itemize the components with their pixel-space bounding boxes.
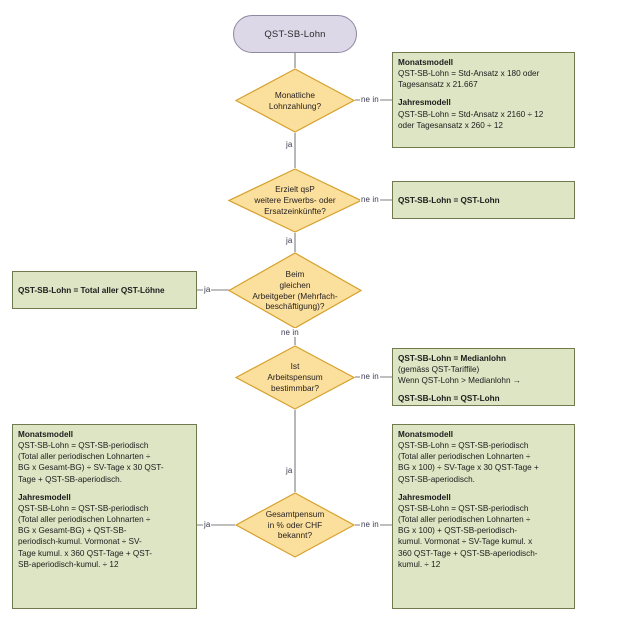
process-block-line: QST-SB-Lohn = QST-SB-periodisch (18, 503, 149, 513)
process-block-line: QST-SB-Lohn = Std-Ansatz x 180 oder (398, 69, 540, 79)
process-block-line: QST-SB-aperiodisch. (398, 474, 475, 484)
block-spacer (18, 485, 191, 492)
edge-label-nein-d2: ne in (360, 195, 380, 204)
process-block-line: 360 QST-Tage + QST-SB-aperiodisch- (398, 548, 538, 558)
decision-gesamtpensum-bekannt[interactable]: Gesamtpensum in % oder CHF bekannt? (235, 492, 355, 558)
process-block-heading: QST-SB-Lohn = QST-Lohn (398, 394, 500, 404)
process-block-line: Tagesansatz x 21.667 (398, 80, 478, 90)
diamond-shape (235, 492, 355, 558)
process-block-line: QST-SB-Lohn = Std-Ansatz x 2160 ÷ 12 (398, 109, 544, 119)
process-box-medianlohn[interactable]: QST-SB-Lohn = Medianlohn (gemäss QST-Tari… (392, 348, 575, 406)
edge-label-nein-d4: ne in (360, 372, 380, 381)
process-block-line: kumul. Vormonat ÷ SV-Tage kumul. x (398, 537, 533, 547)
decision-label: Gesamtpensum in % oder CHF bekannt? (265, 508, 325, 541)
edge-label-ja-d2: ja (285, 236, 294, 245)
process-block-line: Tage + QST-SB-aperiodisch. (18, 474, 122, 484)
process-block-line: (Total aller periodischen Lohnarten ÷ (398, 515, 531, 525)
process-block-line: QST-SB-Lohn = QST-SB-periodisch (398, 503, 529, 513)
edge-label-ja-d4: ja (285, 466, 294, 475)
edge-label-nein-d5: ne in (360, 520, 380, 529)
decision-label: Beim gleichen Arbeitgeber (Mehrfach- bes… (252, 268, 338, 312)
decision-beim-gleichen-arbeitgeber[interactable]: Beim gleichen Arbeitgeber (Mehrfach- bes… (228, 252, 362, 329)
decision-label: Ist Arbeitspensum bestimmbar? (267, 361, 323, 393)
edge-label-ja-d5: ja (203, 520, 212, 529)
edge-label-nein-d3: ne in (280, 328, 300, 337)
process-block-heading: QST-SB-Lohn = Total aller QST-Löhne (18, 285, 165, 295)
diamond-shape (235, 68, 355, 133)
decision-label: Monatliche Lohnzahlung? (268, 89, 322, 111)
process-block-line: oder Tagesansatz x 260 ÷ 12 (398, 120, 503, 130)
block-spacer (398, 485, 569, 492)
edge-label-ja-d3: ja (203, 285, 212, 294)
block-spacer (398, 386, 569, 393)
process-block-line: (Total aller periodischen Lohnarten ÷ (398, 452, 531, 462)
process-block-line: periodisch-kumul. Vormonat ÷ SV- (18, 537, 142, 547)
process-block-heading: Monatsmodell (18, 430, 74, 439)
process-block-line: BG x Gesamt-BG) + QST-SB- (18, 526, 127, 536)
decision-erzielt-qsp-weitere-einkuenfte[interactable]: Erzielt qsP weitere Erwerbs- oder Ersatz… (228, 168, 362, 233)
process-block-heading: Jahresmodell (398, 492, 451, 502)
diamond-shape (235, 345, 355, 410)
process-block-line: (Total aller periodischen Lohnarten ÷ (18, 515, 151, 525)
process-block-line: Tage kumul. x 360 QST-Tage + QST- (18, 548, 153, 558)
process-block-heading: Monatsmodell (398, 430, 454, 439)
process-block-heading: QST-SB-Lohn = Medianlohn (398, 354, 507, 363)
decision-ist-arbeitspensum-bestimmbar[interactable]: Ist Arbeitspensum bestimmbar? (235, 345, 355, 410)
edge-label-nein-d1: ne in (360, 95, 380, 104)
process-block-line: BG x Gesamt-BG) ÷ SV-Tage x 30 QST- (18, 463, 164, 473)
process-block-line: BG x 100) ÷ SV-Tage x 30 QST-Tage + (398, 463, 539, 473)
decision-label: Erzielt qsP weitere Erwerbs- oder Ersatz… (254, 184, 336, 216)
process-block-line: (gemäss QST-Tariffile) (398, 365, 480, 375)
process-block-heading: Jahresmodell (18, 492, 71, 502)
process-block-line: QST-SB-Lohn = QST-SB-periodisch (398, 441, 529, 451)
edge-label-ja-d1: ja (285, 140, 294, 149)
block-spacer (398, 90, 569, 97)
process-block-line: SB-aperiodisch-kumul. ÷ 12 (18, 559, 119, 569)
process-block-heading: Jahresmodell (398, 98, 451, 108)
process-block-line: (Total aller periodischen Lohnarten ÷ (18, 452, 151, 462)
decision-monatliche-lohnzahlung[interactable]: Monatliche Lohnzahlung? (235, 68, 355, 133)
process-box-total-aller-qst-loehne[interactable]: QST-SB-Lohn = Total aller QST-Löhne (12, 271, 197, 309)
process-block-line: kumul. ÷ 12 (398, 559, 441, 569)
process-block-line: BG x 100) + QST-SB-periodisch- (398, 526, 517, 536)
process-block-heading: QST-SB-Lohn = QST-Lohn (398, 195, 500, 205)
diamond-shape (228, 168, 362, 233)
start-node[interactable]: QST-SB-Lohn (233, 15, 357, 53)
process-block-line: Wenn QST-Lohn > Medianlohn → (398, 376, 521, 386)
process-box-qst-sb-lohn-gleich-qst-lohn[interactable]: QST-SB-Lohn = QST-Lohn (392, 181, 575, 219)
process-block-heading: Monatsmodell (398, 58, 454, 67)
process-block-line: QST-SB-Lohn = QST-SB-periodisch (18, 441, 149, 451)
